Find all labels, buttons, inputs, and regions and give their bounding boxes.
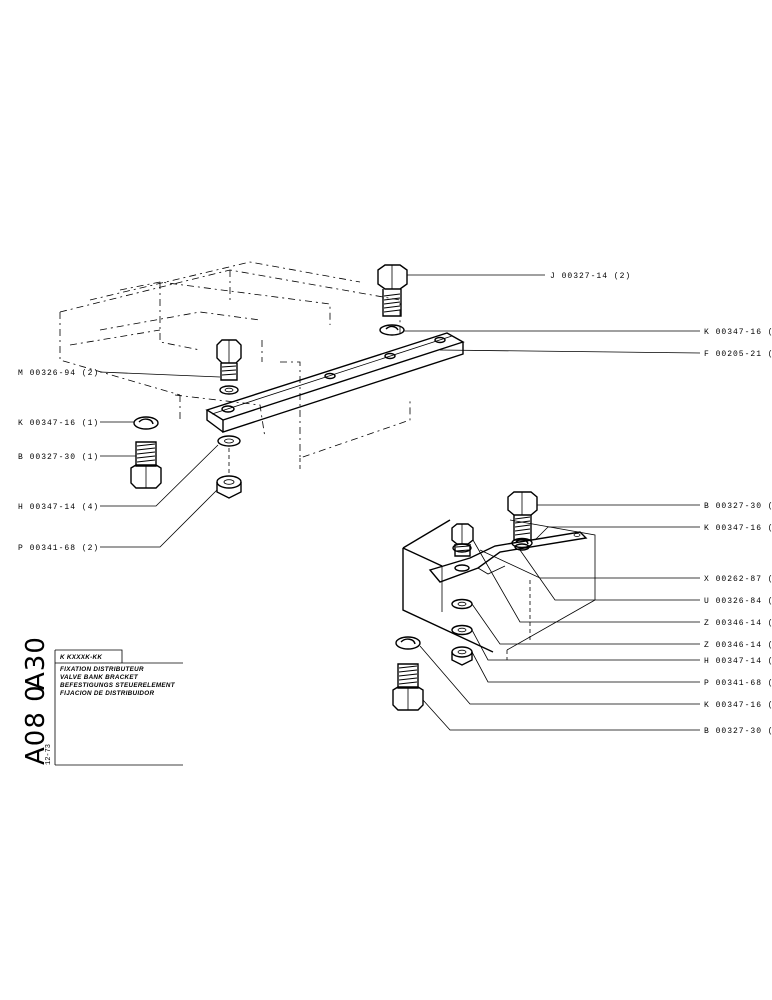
callout-k-lockwasher-lower: K 00347-16 (1) [704, 701, 772, 710]
upper-assembly [59, 261, 701, 548]
channel-bracket [205, 332, 465, 433]
upper-washer-stack [216, 435, 242, 499]
callout-m-bolt: M 00326-94 (2) [18, 369, 99, 378]
upper-valve-bank-outline [59, 261, 411, 470]
title-block: A30 A08 0 12-73 K KXXXK-KK FIXATION DIST… [21, 636, 183, 766]
callouts-lower: B 00327-30 (2) K 00347-16 (2) X 00262-87… [704, 502, 772, 736]
callout-k-lockwasher-top: K 00347-16 (2) [704, 328, 772, 337]
lower-leaders [419, 504, 700, 731]
callout-x-plate: X 00262-87 (1) [704, 575, 772, 584]
callout-b-bolt-lower: B 00327-30 (1) [704, 727, 772, 736]
callout-u-bolt: U 00326-84 (2) [704, 597, 772, 606]
drawing-code-b: A08 0 [21, 684, 51, 765]
callout-p-nut: P 00341-68 (2) [18, 544, 99, 553]
callout-k-lockwasher-left: K 00347-16 (1) [18, 419, 99, 428]
callout-p-nut-lower: P 00341-68 (2) [704, 679, 772, 688]
lower-bolt-b-lockwasher [392, 636, 424, 711]
lower-assembly [392, 491, 700, 731]
title-french: FIXATION DISTRIBUTEUR [60, 666, 144, 673]
callout-b-bolt-right: B 00327-30 (2) [704, 502, 772, 511]
callouts-upper: J 00327-14 (2) K 00347-16 (2) F 00205-21… [18, 272, 772, 553]
callout-h-washer-lower: H 00347-14 (2) [704, 657, 772, 666]
upper-hex-bolt-j [377, 264, 408, 336]
lower-washer-stack [451, 598, 473, 666]
title-german: BEFESTIGUNGS STEUERELEMENT [60, 682, 176, 689]
callout-k-lockwasher-right: K 00347-16 (2) [704, 524, 772, 533]
upper-hex-bolt-m [216, 339, 242, 395]
title-spanish: FIJACION DE DISTRIBUIDOR [60, 690, 154, 697]
title-english: VALVE BANK BRACKET [60, 674, 139, 681]
callout-b-bolt-left: B 00327-30 (1) [18, 453, 99, 462]
upper-bolt-b-lockwasher [130, 416, 162, 489]
lower-hex-bolt-b [507, 491, 538, 549]
drawing-date: 12-73 [45, 744, 53, 765]
callout-z-washer-2: Z 00346-14 (2) [704, 641, 772, 650]
callout-j-bolt: J 00327-14 (2) [550, 272, 631, 281]
callout-f-bracket: F 00205-21 (1) [704, 350, 772, 359]
lower-plate [428, 531, 588, 583]
drawing-code-a: A30 [21, 636, 51, 690]
callout-z-washer-1: Z 00346-14 (2) [704, 619, 772, 628]
lower-hex-bolt-u [451, 523, 474, 557]
upper-leaders [99, 274, 701, 548]
callout-h-washer: H 00347-14 (4) [18, 503, 99, 512]
ref-code: K KXXXK-KK [60, 654, 102, 661]
lower-valve-block [402, 519, 596, 660]
